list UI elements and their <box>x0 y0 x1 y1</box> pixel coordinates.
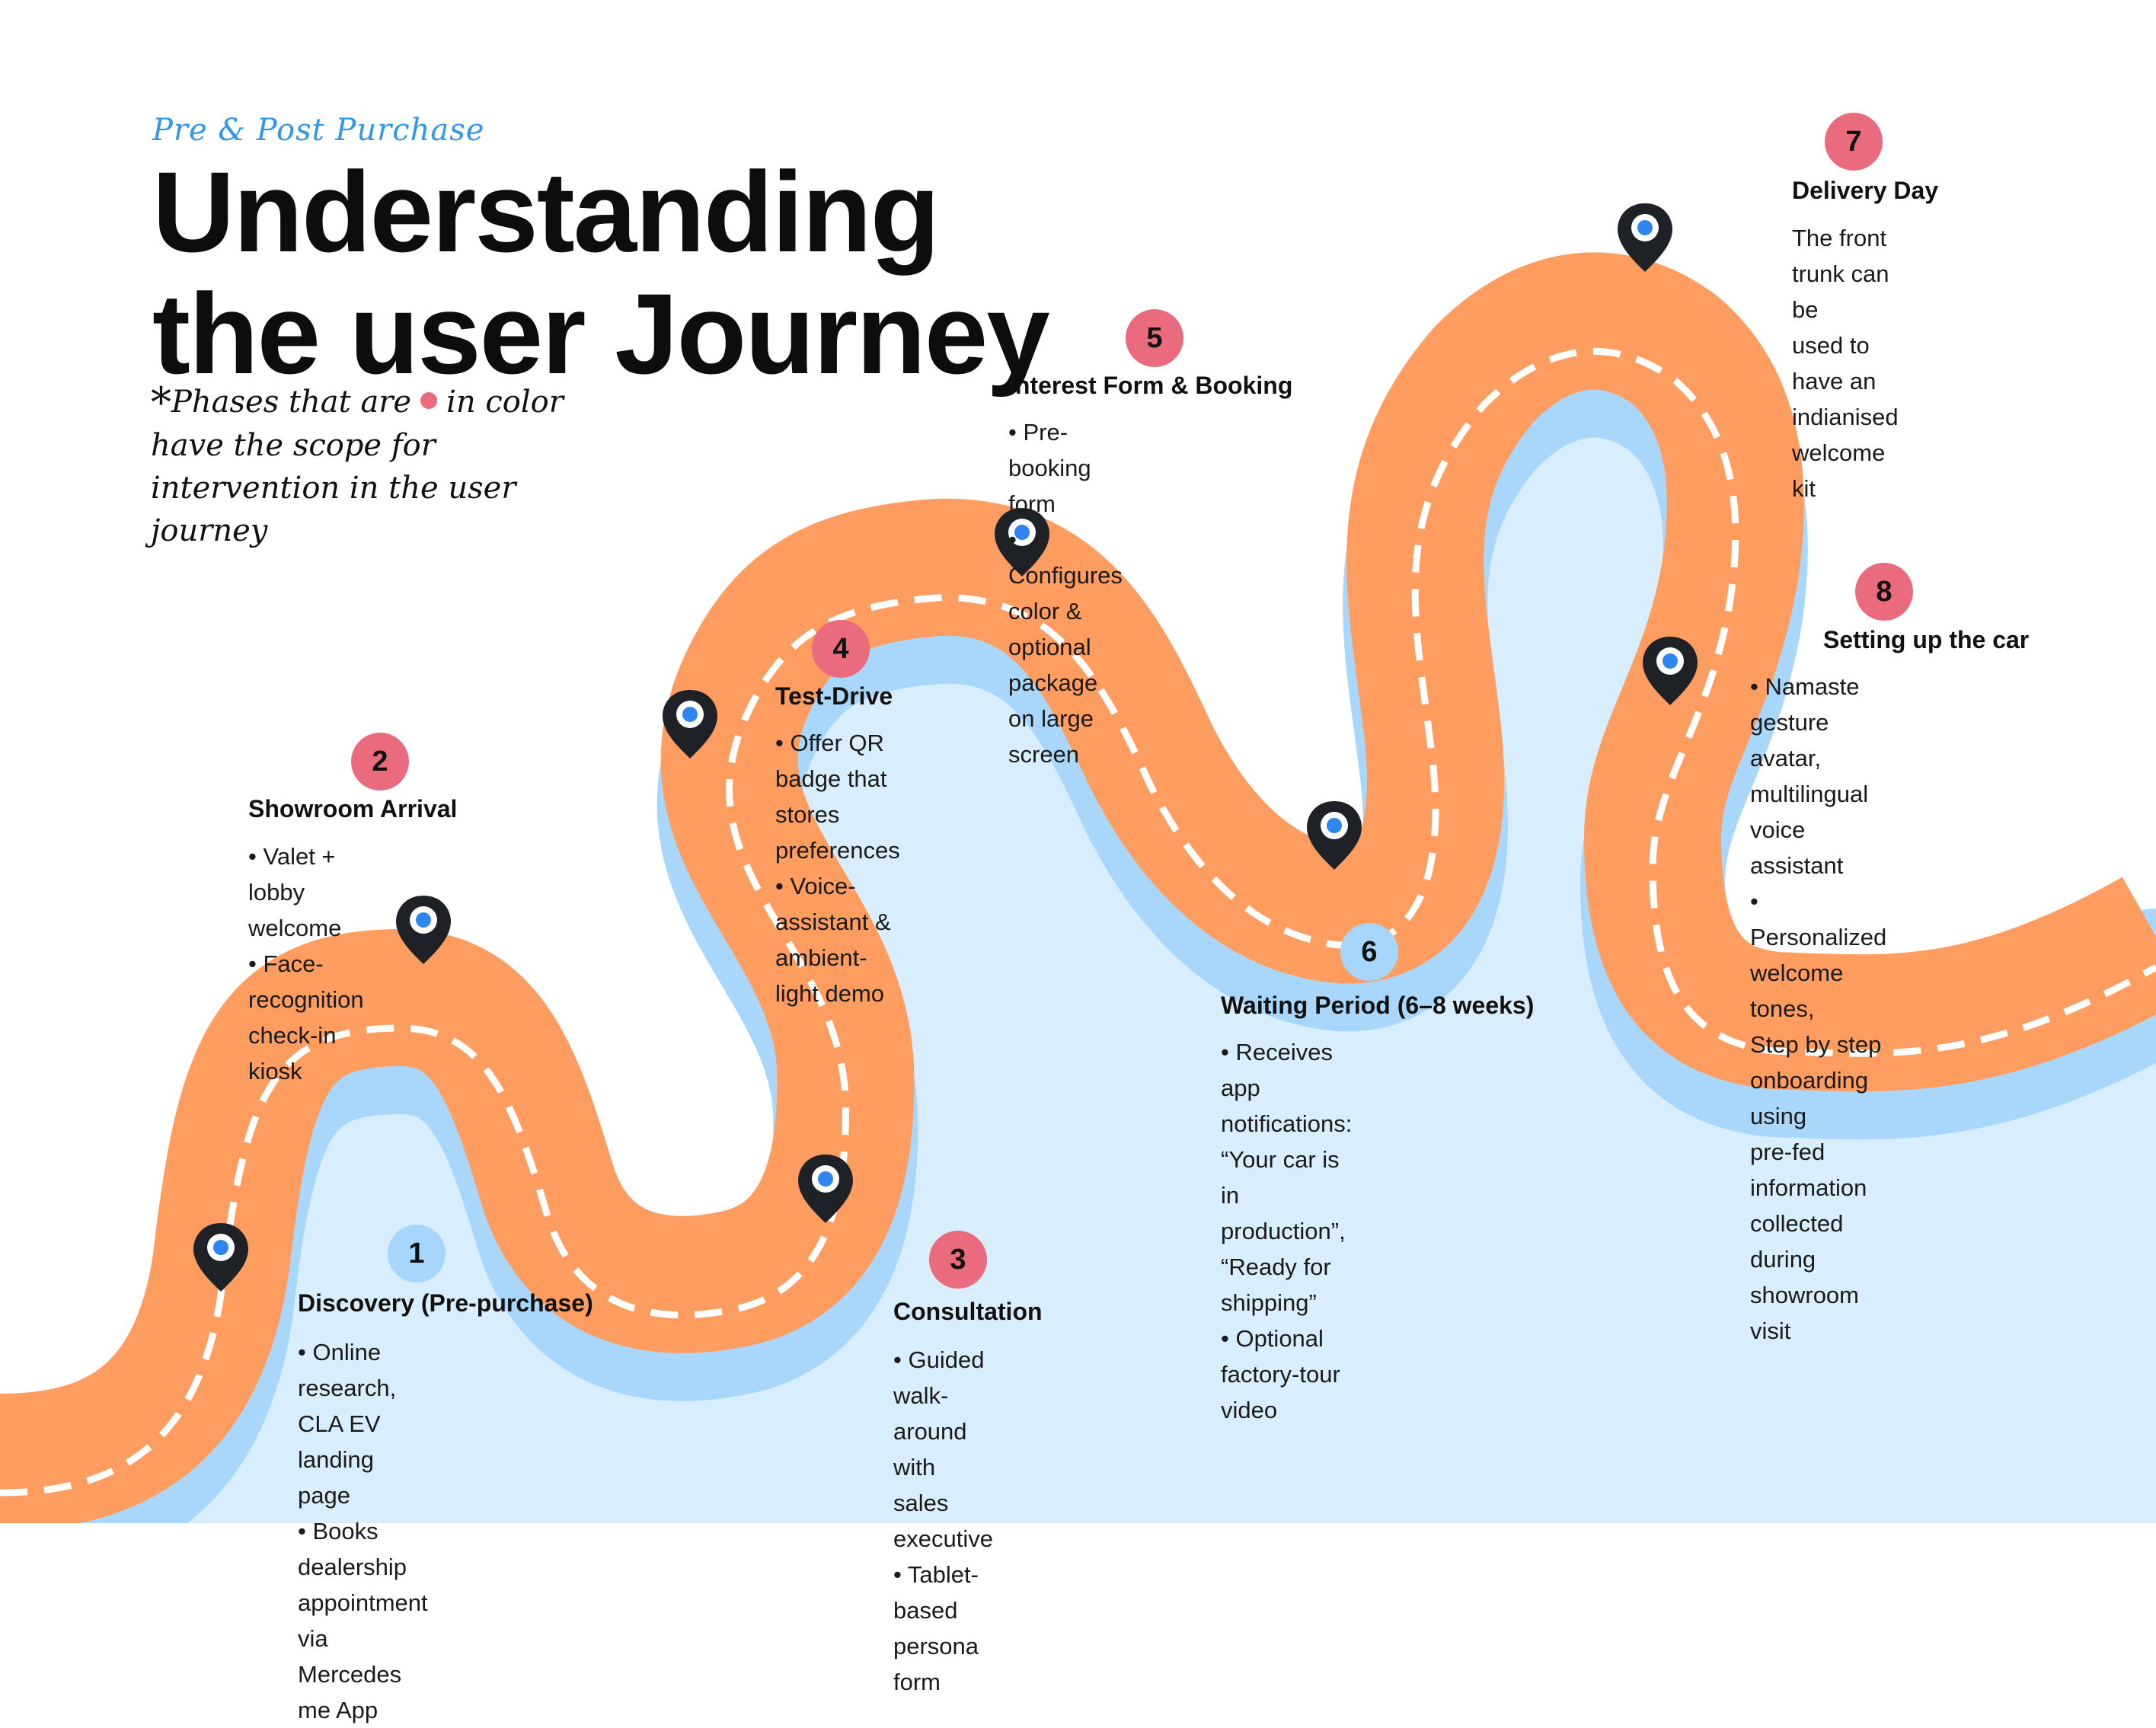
location-pin-icon <box>396 896 451 964</box>
phase-2-details: • Valet + lobby welcome • Face-recogniti… <box>248 838 364 1089</box>
phase-8-line-2: multilingual voice assistant <box>1750 781 1869 879</box>
note-text-before: Phases that are <box>171 385 412 420</box>
phase-5-details: • Pre-booking form • Configures color & … <box>1008 414 1123 772</box>
location-pin-icon <box>1307 801 1362 870</box>
phase-8-line-4: Step by step onboarding using <box>1750 1031 1882 1129</box>
location-pin-icon <box>1643 637 1698 705</box>
phase-1-line-1: • Online research, CLA EV landing page <box>298 1339 397 1509</box>
phase-2-line-1: • Valet + lobby welcome <box>248 843 342 941</box>
phase-1-number-badge: 1 <box>388 1225 446 1282</box>
location-pin-icon <box>663 690 717 759</box>
phase-3-title: Consultation <box>893 1298 1043 1325</box>
phase-8-line-3: • Personalized welcome tones, <box>1750 888 1887 1022</box>
phase-7-number-badge: 7 <box>1825 113 1883 171</box>
phase-8-line-6: during showroom visit <box>1750 1246 1859 1344</box>
journey-road <box>0 252 2156 1523</box>
phase-1-details: • Online research, CLA EV landing page •… <box>298 1334 428 1728</box>
page-title: Understanding the user Journey <box>152 151 1142 394</box>
phase-3-details: • Guided walk-around with sales executiv… <box>893 1342 993 1700</box>
phase-5-number-badge: 5 <box>1126 309 1183 367</box>
phase-2-title: Showroom Arrival <box>248 795 458 822</box>
phase-8-title: Setting up the car <box>1823 626 2030 653</box>
phase-2-number-badge: 2 <box>351 733 409 791</box>
location-pin-icon <box>798 1155 853 1223</box>
phase-5-title: Interest Form & Booking <box>1008 372 1293 399</box>
highlight-dot-icon <box>420 392 438 409</box>
phase-1-line-3: Mercedes me App <box>298 1661 402 1723</box>
phase-6-line-2: “Your car is in production”, <box>1221 1146 1346 1244</box>
phase-1-line-2: • Books dealership appointment via <box>298 1518 428 1652</box>
phase-5-line-2: • Configures color & optional <box>1008 526 1123 660</box>
phase-6-line-3: “Ready for shipping” <box>1221 1254 1331 1316</box>
phase-8-line-5: pre-fed information collected <box>1750 1139 1867 1237</box>
phase-7-line-1: The front trunk can be <box>1792 225 1889 323</box>
note-text-after: in color have the scope for intervention… <box>151 385 564 548</box>
phase-6-details: • Receives app notifications: “Your car … <box>1221 1034 1352 1428</box>
phase-4-line-4: ambient-light demo <box>775 944 885 1007</box>
phase-1-title: Discovery (Pre-purchase) <box>298 1289 593 1317</box>
phase-8-line-1: • Namaste gesture avatar, <box>1750 673 1860 771</box>
title-line-1: Understanding <box>152 148 940 276</box>
phase-5-line-1: • Pre-booking form <box>1008 419 1091 517</box>
phase-4-details: • Offer QR badge that stores preferences… <box>775 725 900 1011</box>
location-pin-icon <box>1618 203 1672 272</box>
title-line-2: the user Journey <box>152 270 1050 398</box>
phase-4-line-1: • Offer QR badge that <box>775 730 887 792</box>
phase-3-line-1: • Guided walk-around with sales executiv… <box>893 1346 993 1552</box>
phase-6-line-4: • Optional factory-tour video <box>1221 1325 1340 1423</box>
phase-8-number-badge: 8 <box>1855 563 1913 621</box>
eyebrow-label: Pre & Post Purchase <box>152 113 485 148</box>
location-pin-icon <box>995 508 1049 577</box>
phase-7-line-2: used to have an <box>1792 332 1877 394</box>
phase-7-line-3: indianised welcome kit <box>1792 404 1899 502</box>
road-dashed-line <box>0 347 2156 1496</box>
phase-5-line-3: package on large screen <box>1008 669 1098 768</box>
phase-6-title: Waiting Period (6–8 weeks) <box>1221 992 1535 1019</box>
phase-4-number-badge: 4 <box>812 620 870 678</box>
phase-8-details: • Namaste gesture avatar, multilingual v… <box>1750 669 1886 1349</box>
phase-7-details: The front trunk can be used to have an i… <box>1792 220 1899 506</box>
asterisk: * <box>151 378 171 426</box>
phase-3-number-badge: 3 <box>929 1231 987 1289</box>
phase-6-number-badge: 6 <box>1340 923 1398 981</box>
phase-4-line-2: stores preferences <box>775 801 900 864</box>
location-pin-icon <box>193 1223 248 1292</box>
phase-4-line-3: • Voice-assistant & <box>775 873 891 935</box>
phase-7-title: Delivery Day <box>1792 177 1939 204</box>
phase-4-title: Test-Drive <box>775 682 893 710</box>
phase-2-line-2: • Face-recognition check-in kiosk <box>248 950 364 1084</box>
phase-3-line-2: • Tablet-based persona form <box>893 1561 979 1695</box>
phase-6-line-1: • Receives app notifications: <box>1221 1039 1353 1137</box>
journey-road-map <box>0 203 2156 1523</box>
